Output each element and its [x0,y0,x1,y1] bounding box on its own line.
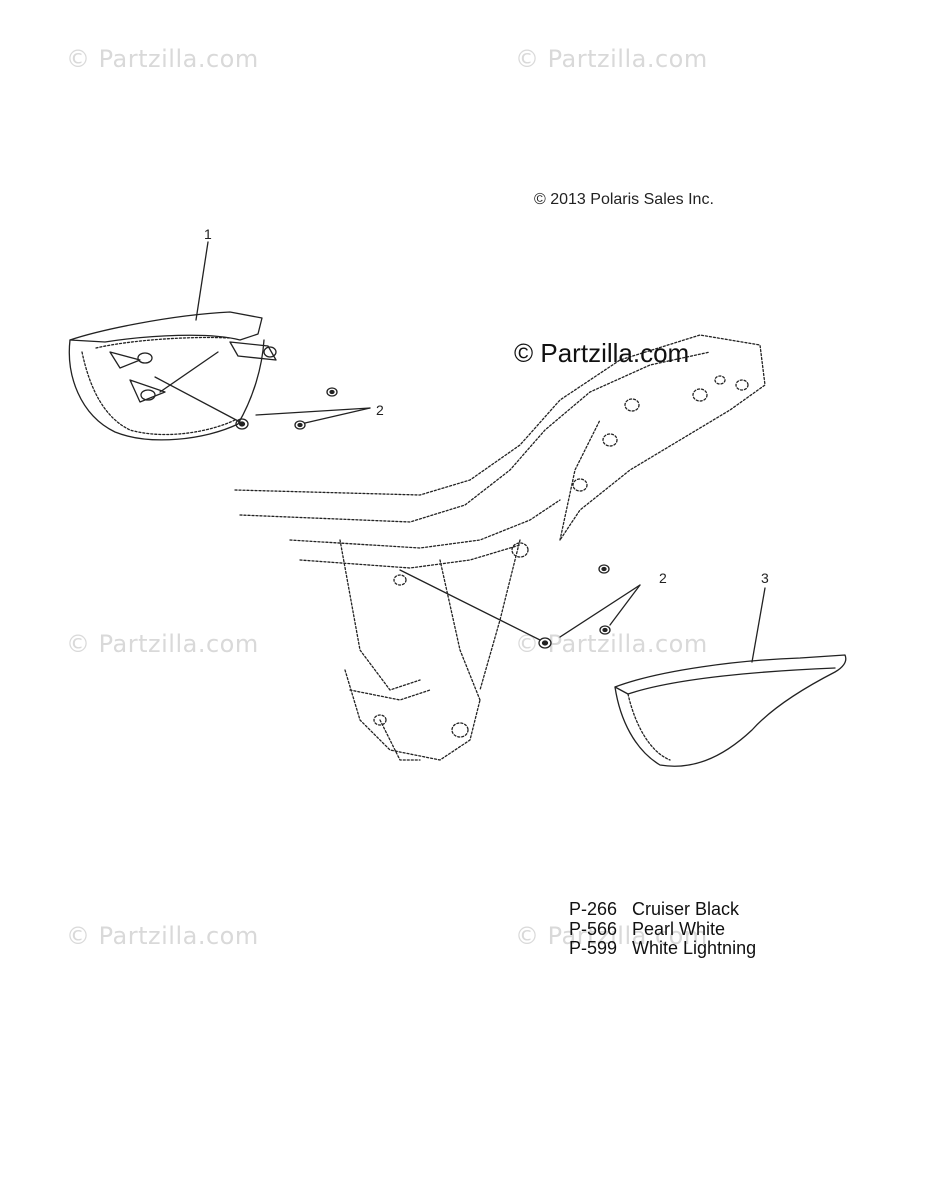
legend-code: P-266 [569,899,618,919]
watermark: © Partzilla.com [66,922,259,950]
color-legend: P-266 Cruiser Black P-566 Pearl White P-… [569,899,757,959]
watermark: © Partzilla.com [66,630,259,658]
copyright-text: © 2013 Polaris Sales Inc. [534,191,714,208]
legend-code: P-566 [569,918,618,939]
watermark: © Partzilla.com [515,45,708,73]
legend-row: P-566 Pearl White [569,918,756,940]
callout-part-2-upper: 2 [376,402,384,418]
legend-name: Pearl White [632,918,726,939]
callout-part-2-lower: 2 [659,570,667,586]
legend-name: White Lightning [632,938,757,958]
side-cover-left [68,311,277,441]
callout-part-3: 3 [761,570,769,586]
callout-part-1: 1 [204,226,212,242]
legend-name: Cruiser Black [632,899,740,919]
center-watermark: © Partzilla.com [514,338,690,368]
frame [234,334,766,761]
legend-code: P-599 [569,938,618,958]
legend-row: P-266 Cruiser Black [569,899,756,920]
side-cover-right [614,654,847,767]
legend-row: P-599 White Lightning [569,938,757,959]
watermark: © Partzilla.com [515,922,708,950]
grommet-lower-group [399,564,641,649]
grommet-upper-group [154,376,371,430]
watermark: © Partzilla.com [66,45,259,73]
